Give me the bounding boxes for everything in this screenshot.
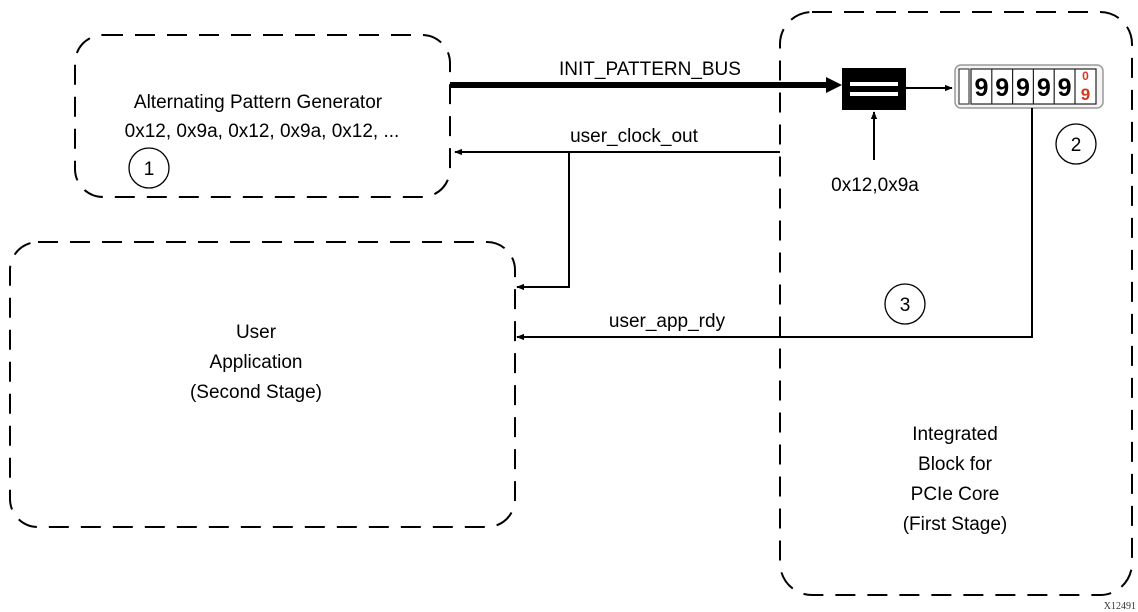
user-app-title-line2: Application bbox=[210, 352, 303, 373]
user-clock-out-branch-arrow bbox=[516, 152, 570, 291]
pcie-core-title-line3: PCIe Core bbox=[911, 484, 1000, 505]
init-pattern-bus-arrowhead bbox=[826, 77, 842, 93]
counter-rolling-digit: 0 bbox=[1082, 69, 1089, 83]
step-2-label: 2 bbox=[1071, 135, 1082, 156]
pcie-core-title-line1: Integrated bbox=[912, 424, 998, 445]
user-app-rdy-label: user_app_rdy bbox=[609, 311, 726, 332]
counter-digit: 9 bbox=[995, 74, 1009, 102]
user-clock-out-label: user_clock_out bbox=[570, 126, 699, 147]
figure-id: X12491 bbox=[1104, 601, 1136, 612]
pcie-core-title-line2: Block for bbox=[918, 454, 993, 475]
counter-digit: 9 bbox=[1058, 74, 1072, 102]
step-1-label: 1 bbox=[144, 159, 155, 180]
step-3-circle bbox=[884, 283, 926, 325]
generator-title: Alternating Pattern Generator bbox=[134, 92, 383, 113]
user-app-rdy-arrow bbox=[516, 108, 1033, 341]
user-app-title-line3: (Second Stage) bbox=[190, 382, 322, 403]
user-app-box bbox=[9, 241, 516, 528]
step-3-label: 3 bbox=[900, 295, 911, 316]
step-2-circle bbox=[1055, 123, 1097, 165]
compare-value-label: 0x12,0x9a bbox=[831, 175, 919, 196]
generator-box bbox=[74, 34, 451, 198]
user-app-title-line1: User bbox=[236, 322, 277, 343]
comparator-block bbox=[842, 68, 906, 110]
counter-digit: 9 bbox=[974, 74, 988, 102]
counter-digit: 9 bbox=[1016, 74, 1030, 102]
init-pattern-bus-label: INIT_PATTERN_BUS bbox=[559, 59, 741, 80]
step-1-circle bbox=[128, 147, 170, 189]
counter-digit: 9 bbox=[1037, 74, 1051, 102]
generator-sequence: 0x12, 0x9a, 0x12, 0x9a, 0x12, ... bbox=[125, 121, 400, 142]
pcie-core-title-line4: (First Stage) bbox=[903, 514, 1008, 535]
pcie-core-box bbox=[779, 11, 1133, 596]
counter-rolling-digit: 9 bbox=[1081, 85, 1090, 104]
